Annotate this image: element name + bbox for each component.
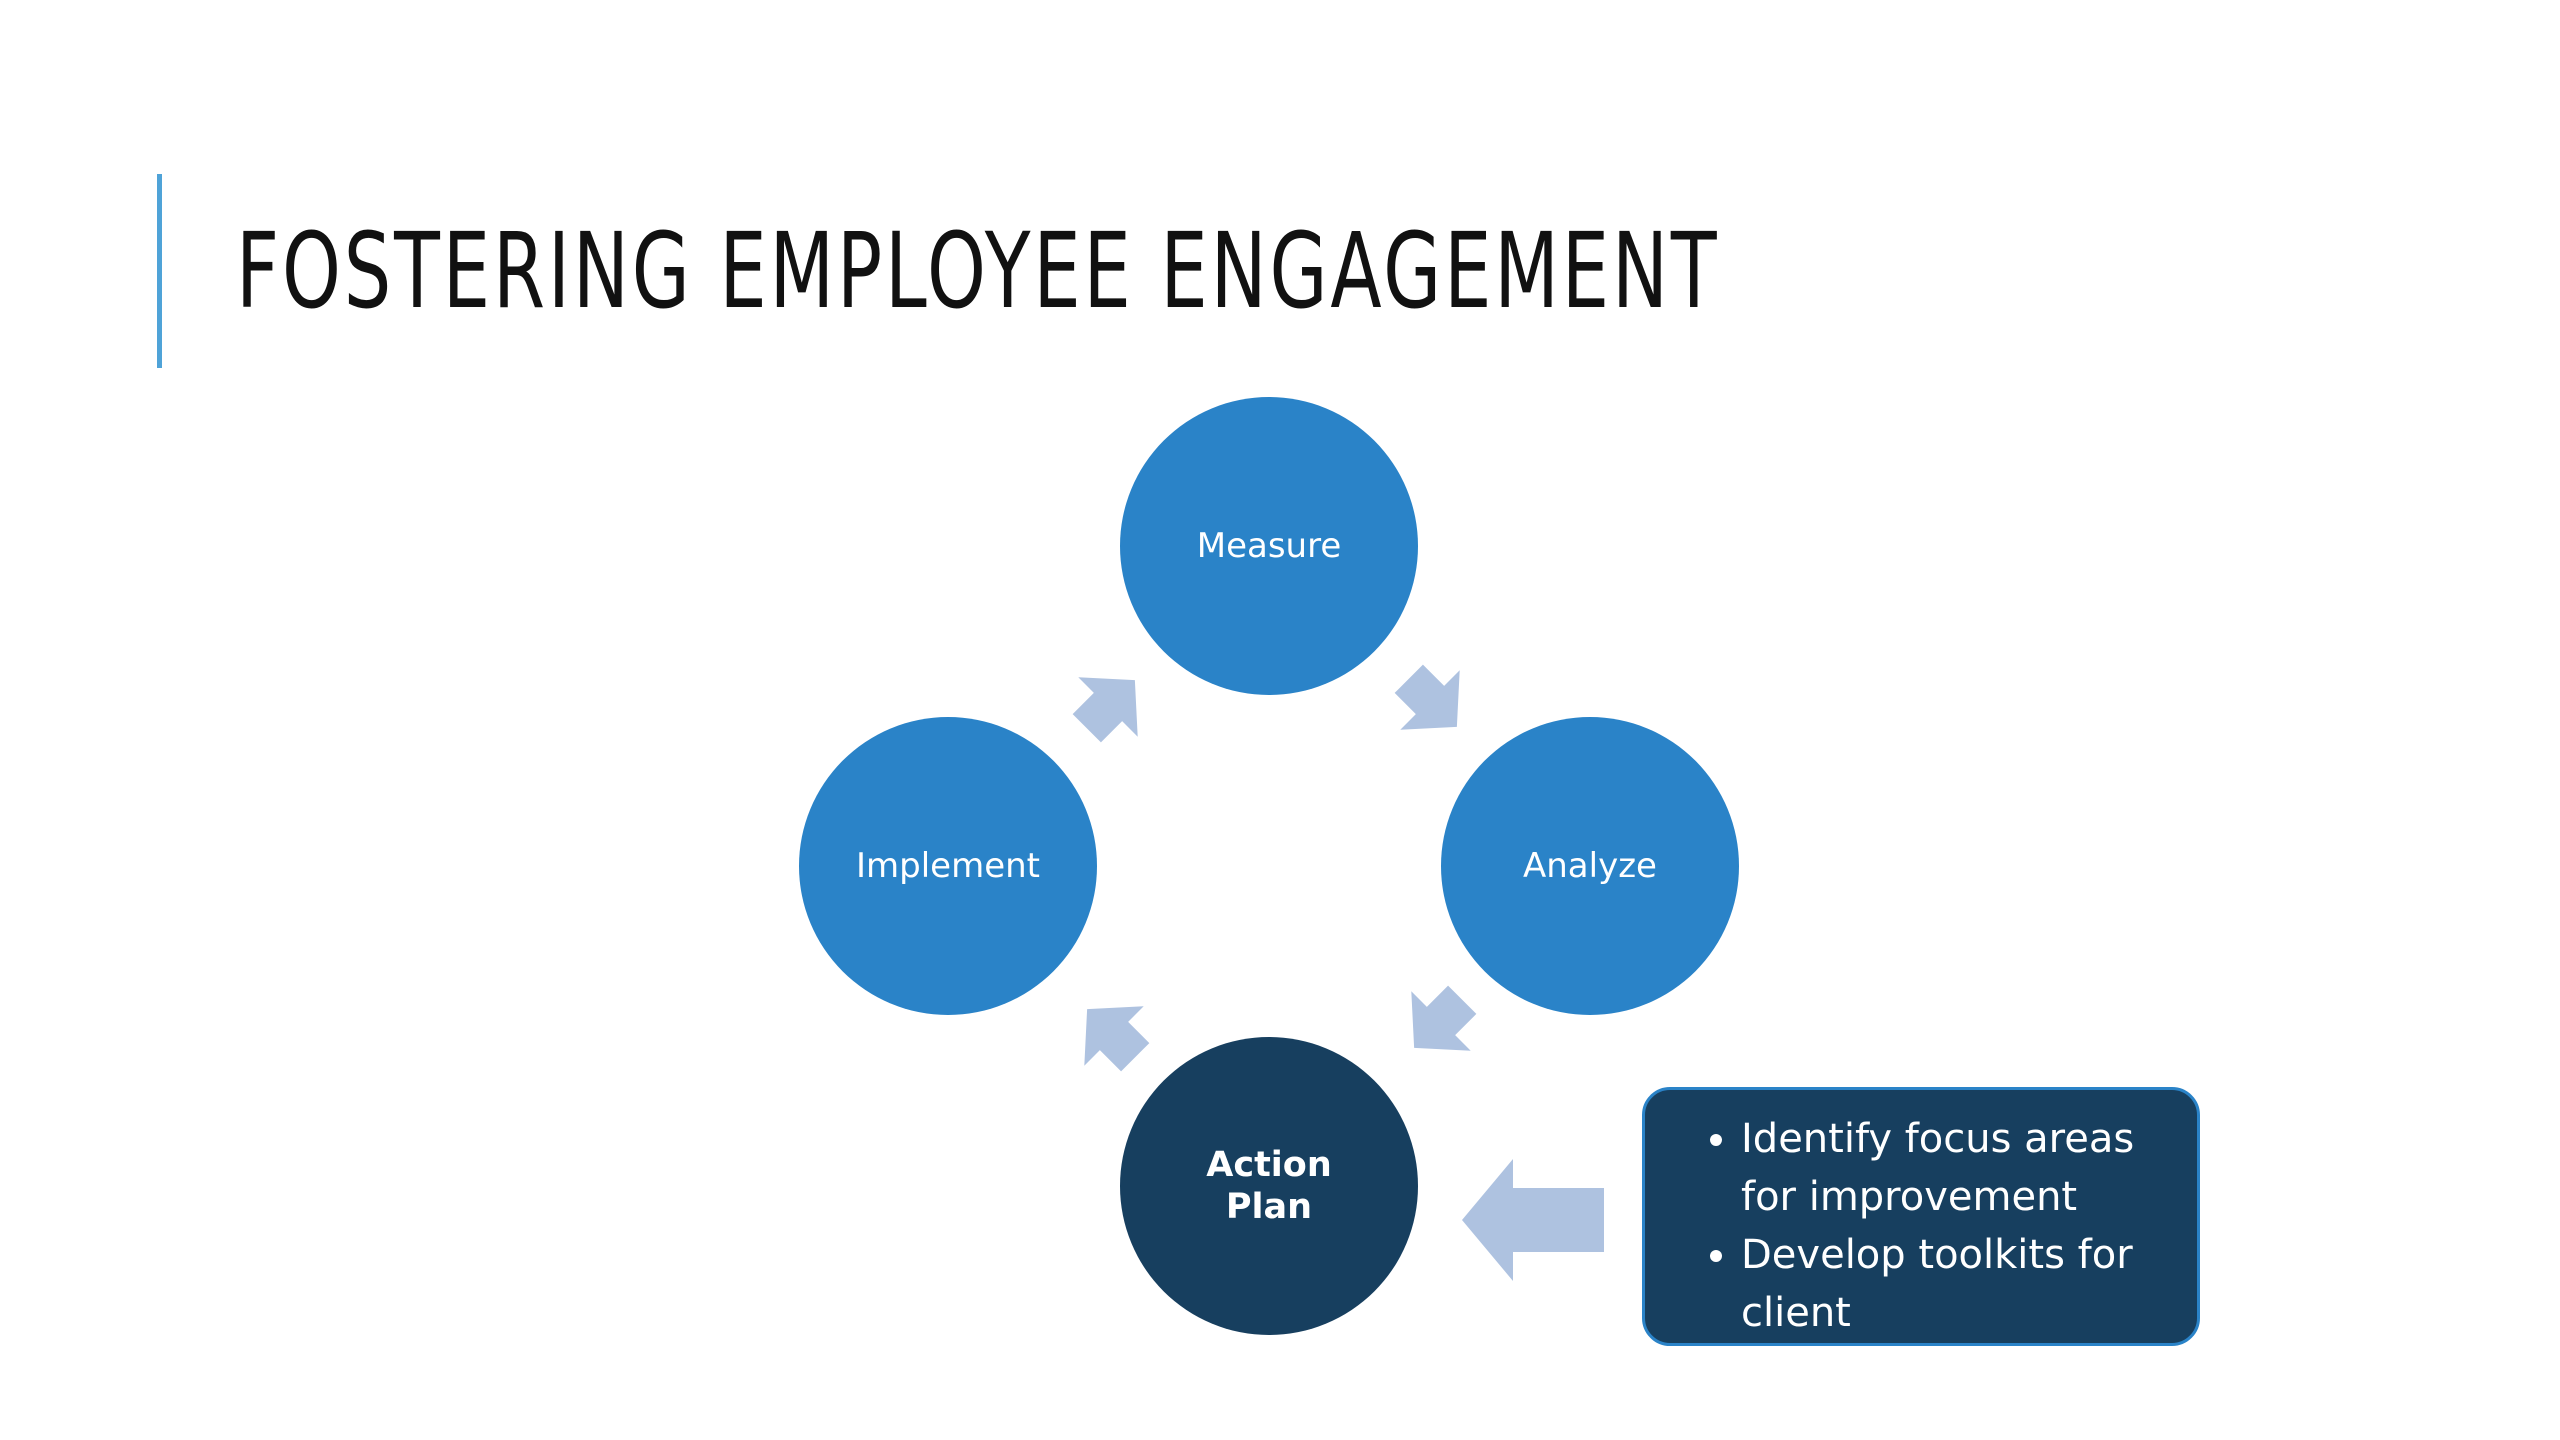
title-accent-bar [157, 174, 162, 368]
arrow-implement-to-measure [1072, 677, 1138, 743]
cycle-node-analyze: Analyze [1441, 717, 1739, 1015]
arrow-analyze-to-action-plan [1411, 985, 1477, 1051]
cycle-node-implement: Implement [799, 717, 1097, 1015]
callout-bullet-list: Identify focus areas for improvement Dev… [1681, 1110, 2167, 1342]
action-plan-callout: Identify focus areas for improvement Dev… [1642, 1087, 2200, 1346]
cycle-node-label: Analyze [1523, 846, 1657, 886]
cycle-node-label: Implement [855, 846, 1040, 886]
arrow-measure-to-analyze [1394, 664, 1460, 730]
callout-bullet-item: Develop toolkits for client [1741, 1226, 2167, 1342]
cycle-node-label: Measure [1196, 526, 1342, 566]
cycle-node-measure: Measure [1120, 397, 1418, 695]
callout-bullet-item: Identify focus areas for improvement [1741, 1110, 2167, 1226]
cycle-node-label: Action Plan [1206, 1145, 1332, 1227]
slide-title: FOSTERING EMPLOYEE ENGAGEMENT [236, 210, 1720, 332]
arrow-action-plan-to-implement [1084, 1006, 1150, 1072]
cycle-node-action-plan: Action Plan [1120, 1037, 1418, 1335]
arrow-callout-to-action-plan [1462, 1159, 1604, 1281]
